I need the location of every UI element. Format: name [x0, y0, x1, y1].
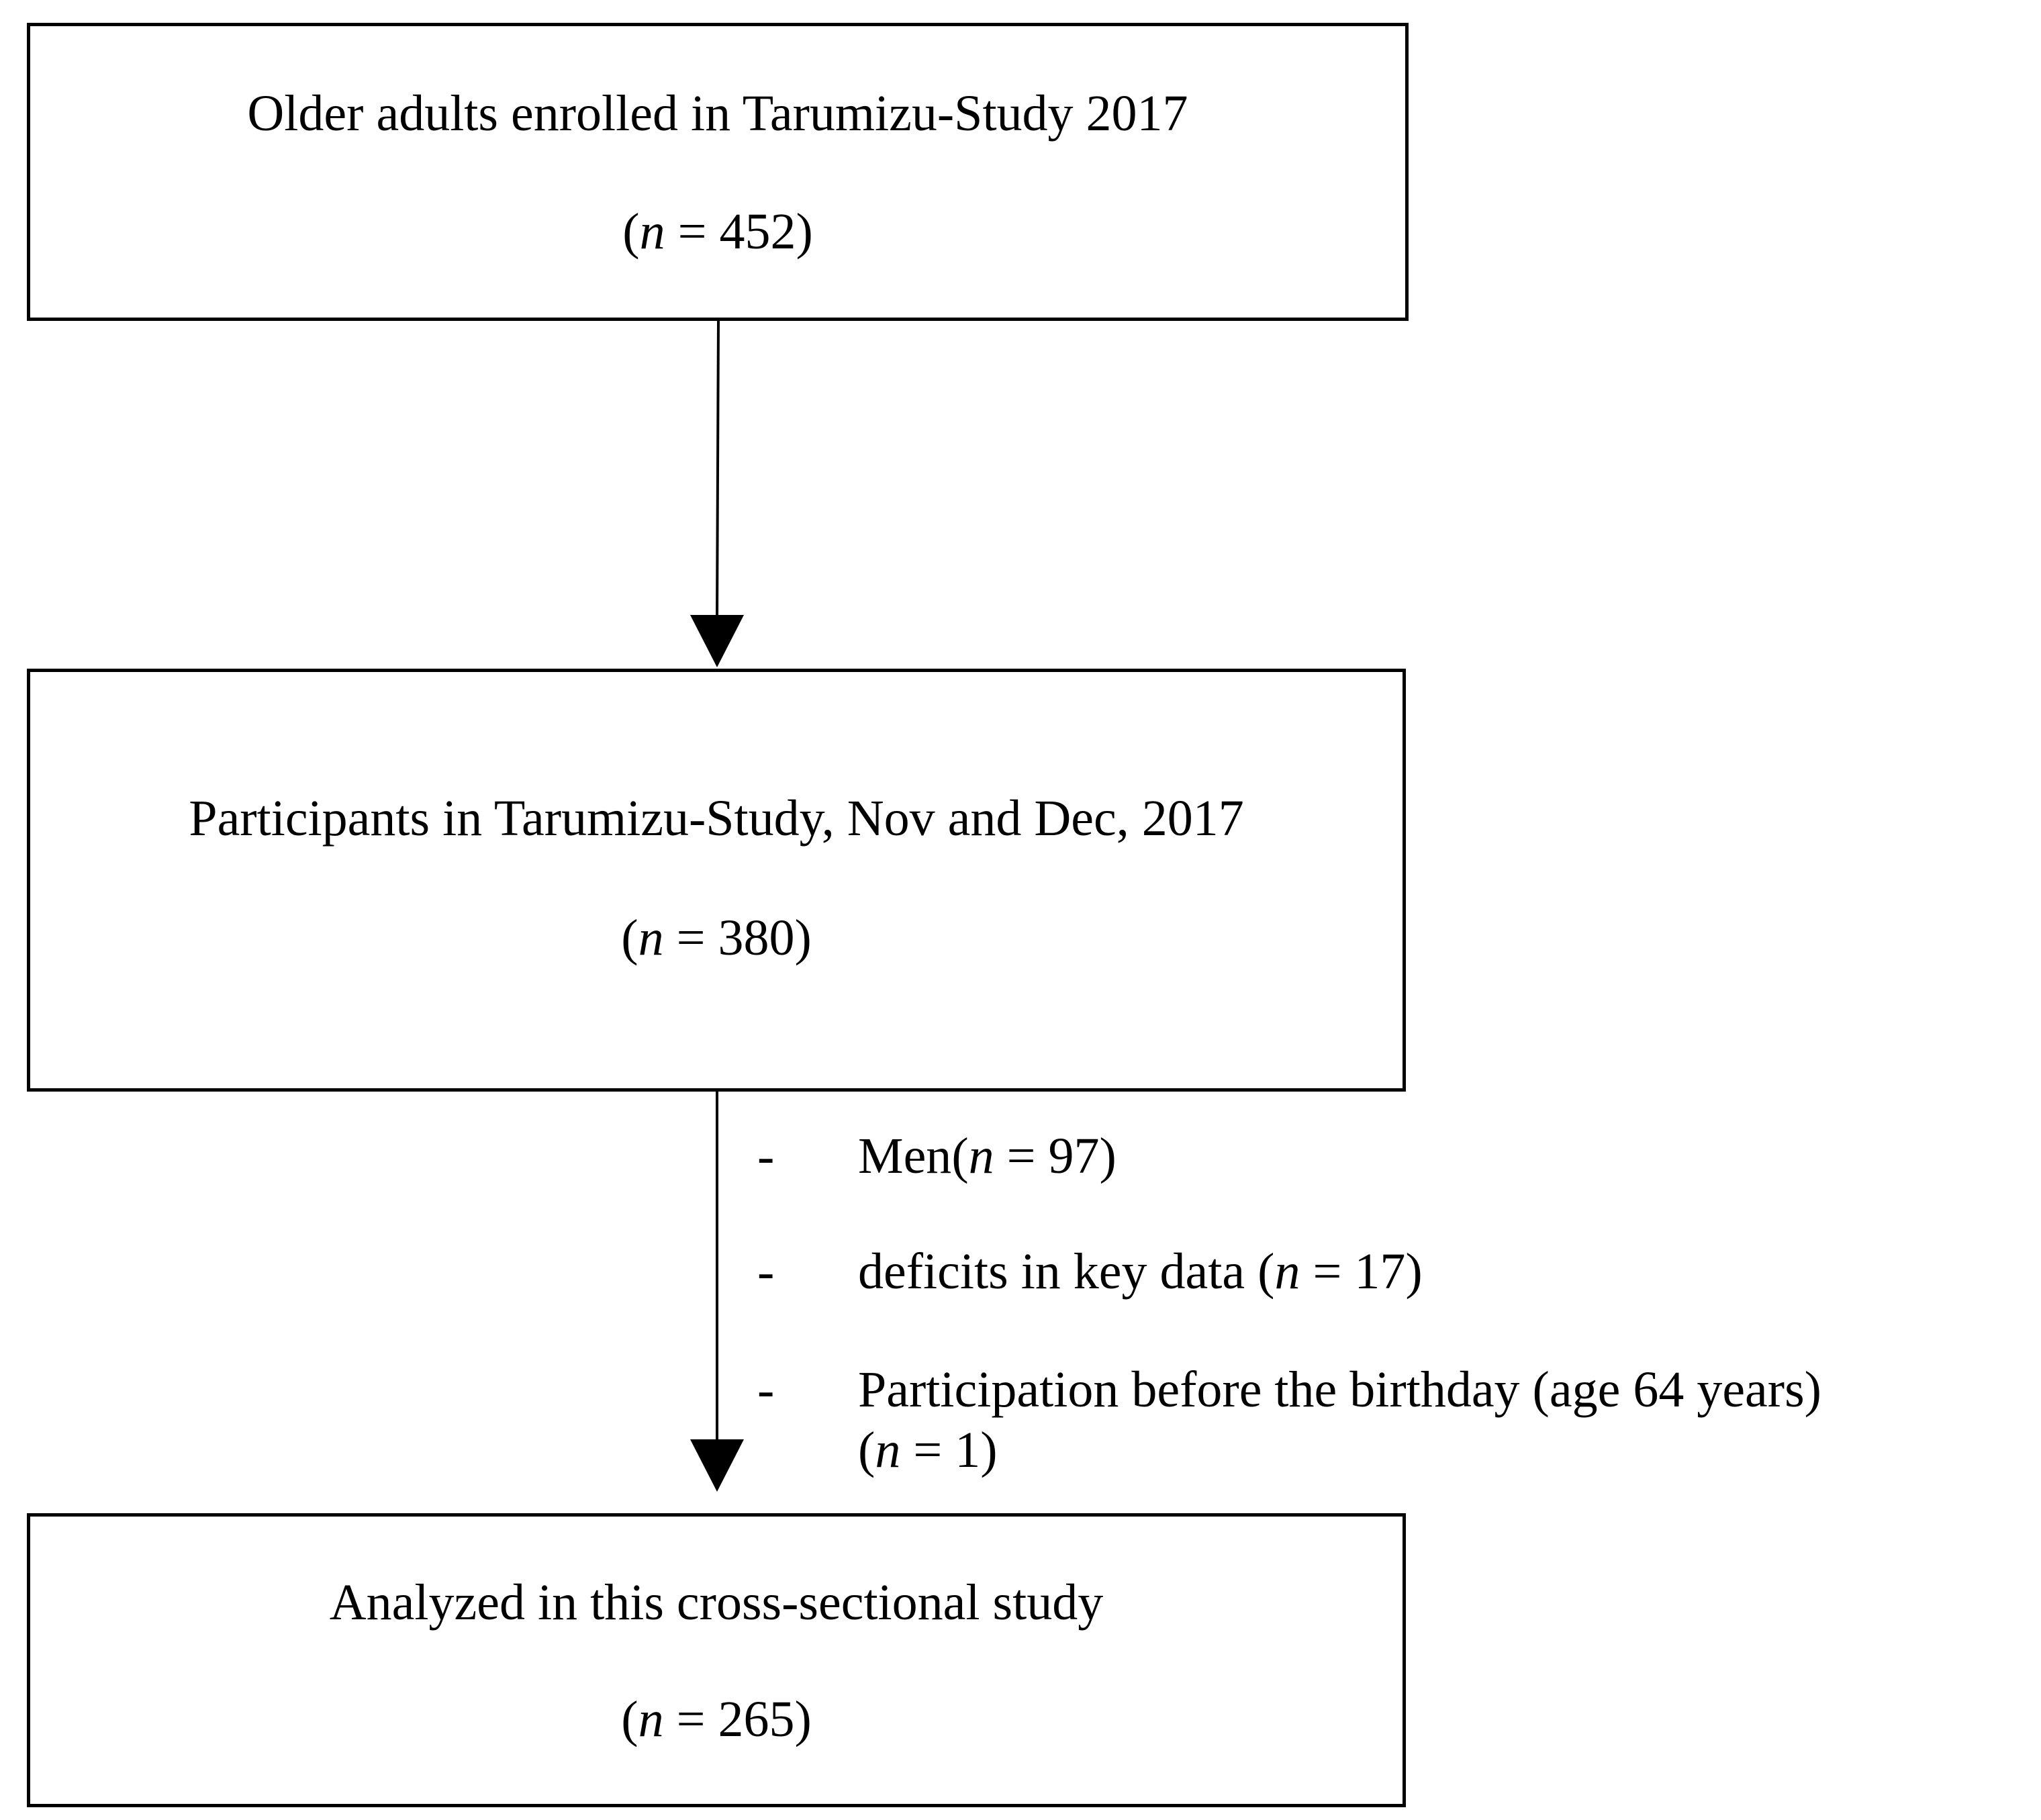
exclusion-bullet: - [757, 1243, 775, 1300]
exclusion-text: Men(n = 97) [858, 1128, 1117, 1184]
enrolled-box: Older adults enrolled in Tarumizu-Study … [27, 23, 1409, 321]
participants-title: Participants in Tarumizu-Study, Nov and … [189, 790, 1244, 847]
exclusion-text: deficits in key data (n = 17) [858, 1243, 1423, 1300]
exclusion-label: Men [858, 1128, 952, 1184]
n-symbol: n [875, 1422, 901, 1478]
arrow-1-shaft [716, 320, 720, 620]
participants-count-value: 380 [718, 910, 795, 966]
exclusion-item: - Men(n = 97) [757, 1131, 1966, 1191]
n-symbol: n [639, 203, 665, 260]
enrolled-count-value: 452 [719, 203, 796, 260]
n-symbol: n [638, 910, 664, 966]
exclusion-count: (n = 1) [858, 1422, 998, 1478]
exclusion-bullet: - [757, 1361, 775, 1418]
arrow-2-head [690, 1439, 744, 1492]
analyzed-count: (n = 265) [621, 1691, 812, 1747]
n-symbol: n [968, 1128, 994, 1184]
participants-count: (n = 380) [621, 910, 812, 966]
analyzed-count-value: 265 [718, 1691, 795, 1747]
enrolled-count: (n = 452) [622, 203, 813, 260]
exclusion-count-value: 17 [1354, 1243, 1406, 1300]
exclusion-count-value: 1 [955, 1422, 981, 1478]
analyzed-title: Analyzed in this cross-sectional study [329, 1574, 1104, 1631]
analyzed-box: Analyzed in this cross-sectional study (… [27, 1513, 1406, 1807]
exclusion-label: deficits in key data [858, 1243, 1245, 1300]
exclusion-label: Participation before the birthday (age 6… [858, 1361, 1821, 1418]
n-symbol: n [638, 1691, 664, 1747]
exclusion-count-value: 97 [1048, 1128, 1100, 1184]
exclusion-bullet: - [757, 1128, 775, 1184]
participants-box: Participants in Tarumizu-Study, Nov and … [27, 669, 1406, 1092]
n-symbol: n [1274, 1243, 1300, 1300]
exclusion-item: - Participation before the birthday (age… [757, 1364, 2033, 1485]
exclusion-item: - deficits in key data (n = 17) [757, 1246, 1966, 1306]
arrow-1-head [690, 615, 744, 667]
enrolled-title: Older adults enrolled in Tarumizu-Study … [247, 85, 1188, 142]
